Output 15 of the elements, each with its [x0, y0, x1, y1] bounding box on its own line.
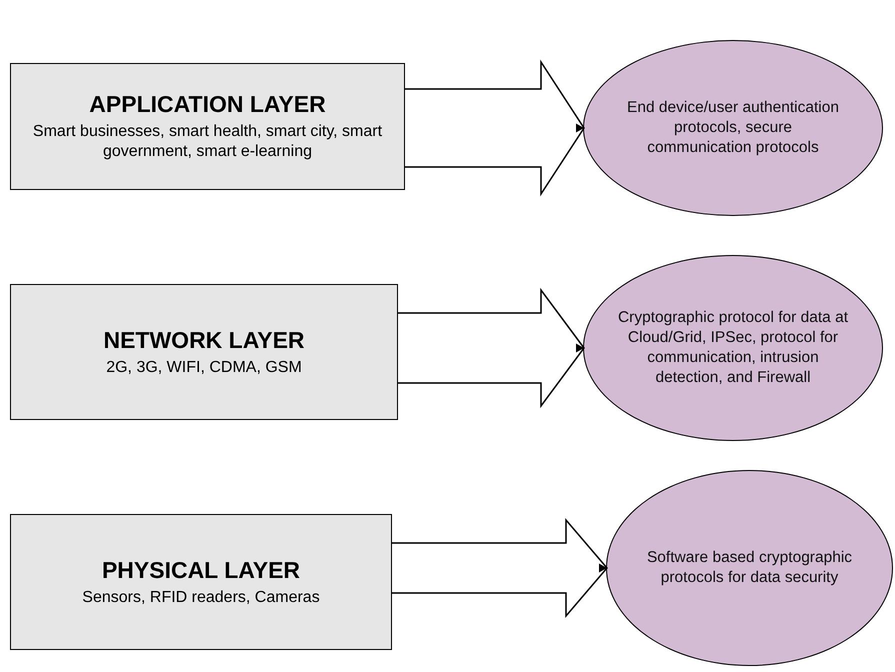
layer-description: 2G, 3G, WIFI, CDMA, GSM: [106, 358, 302, 378]
block-arrow: [404, 59, 585, 197]
protocol-text: End device/user authentication protocols, secure communication protocols: [626, 98, 840, 158]
layer-description: Smart businesses, smart health, smart city, smart government, smart e-learning: [32, 122, 384, 162]
layer-title: NETWORK LAYER: [103, 326, 305, 354]
layer-title: APPLICATION LAYER: [89, 91, 326, 118]
layer-box: [10, 63, 405, 190]
layer-title: PHYSICAL LAYER: [102, 556, 300, 584]
protocol-text: Software based cryptographic protocols for data security: [646, 548, 854, 588]
block-arrow: [391, 518, 608, 618]
layer-box: [10, 284, 398, 420]
layer-box: [10, 514, 392, 650]
protocol-text: Cryptographic protocol for data at Cloud/Grid, IPSec, protocol for communication, intrusion detection, and Firewall: [617, 308, 849, 388]
block-arrow: [397, 288, 585, 408]
layer-description: Sensors, RFID readers, Cameras: [82, 588, 320, 608]
